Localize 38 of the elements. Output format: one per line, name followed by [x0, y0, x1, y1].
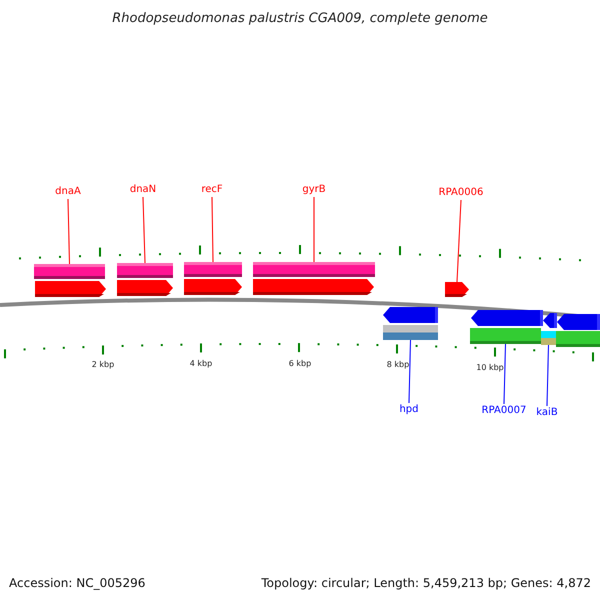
gene-bar — [117, 263, 173, 278]
scale-label: 2 kbp — [92, 360, 114, 370]
accession-note: Accession: NC_005296 — [9, 575, 146, 592]
gene-label: kaiB — [533, 406, 561, 420]
feature-bar — [556, 331, 600, 347]
scale-label: 10 kbp — [476, 363, 504, 373]
feature-bar — [470, 328, 541, 344]
scale-label: 4 kbp — [190, 359, 212, 369]
gene-feature — [543, 313, 557, 328]
gene-feature — [445, 282, 469, 297]
gene-feature — [117, 280, 173, 296]
gene-bar — [253, 262, 375, 277]
scale-label: 6 kbp — [288, 359, 312, 369]
feature-bar — [541, 331, 556, 345]
gene-bar — [34, 264, 105, 279]
gene-feature — [184, 279, 242, 295]
gene-feature — [35, 281, 106, 297]
leader-line — [212, 196, 214, 262]
leader-line — [408, 340, 411, 404]
leader-line — [456, 200, 462, 282]
gene-label: recF — [192, 183, 232, 197]
feature-bar — [383, 325, 438, 340]
leader-line — [546, 344, 549, 406]
genome-info-note: Topology: circular; Length: 5,459,213 bp; Genes: 4,872 — [261, 575, 591, 592]
gene-label: dnaN — [123, 183, 163, 197]
leader-line — [68, 198, 70, 264]
gene-label: dnaA — [48, 185, 88, 199]
title: Rhodopseudomonas palustris CGA009, complete genome — [111, 10, 489, 28]
gene-feature — [383, 307, 438, 323]
leader-line — [504, 344, 506, 404]
gene-label: RPA0007 — [478, 404, 530, 418]
gene-bar — [184, 262, 242, 277]
gene-label: RPA0006 — [433, 186, 489, 200]
scale-label: 8 kbp — [386, 360, 410, 370]
gene-feature — [253, 279, 374, 295]
leader-line — [142, 196, 146, 264]
gene-label: hpd — [394, 403, 424, 417]
gene-label: gyrB — [294, 183, 334, 197]
